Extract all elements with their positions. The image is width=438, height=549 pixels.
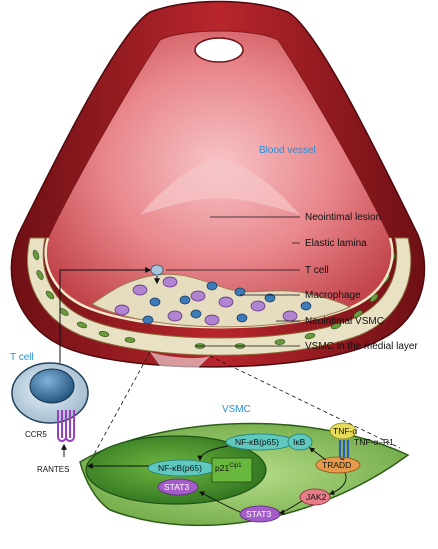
- stat3-cyto-label: STAT3: [246, 509, 271, 519]
- ccr5-receptor-icon: [57, 410, 75, 442]
- tradd-node: [315, 456, 361, 474]
- p21-box: [211, 457, 253, 483]
- stat3-nuc-node: [157, 478, 199, 496]
- label-vsmc: VSMC: [222, 404, 251, 415]
- zoom-lines: [91, 351, 401, 459]
- label-vsmc-medial: VSMC in the medial layer: [305, 341, 418, 352]
- tnf-receptor-icon: [338, 440, 350, 458]
- t-cell-migration-arrow: [59, 267, 152, 363]
- label-neointimal-vsmc: Neointimal VSMC: [305, 316, 384, 327]
- label-ccr5: CCR5: [25, 430, 47, 439]
- stat3-nuc-label: STAT3: [164, 482, 189, 492]
- tradd-label: TRADD: [322, 460, 351, 470]
- jak2-node: [299, 488, 331, 506]
- tnf-r1-label: TNF-α–R1: [354, 437, 394, 447]
- p21-label: p21Cip1: [215, 463, 242, 473]
- vessel-labels: Blood vessel Neointimal lesion Elastic l…: [166, 145, 418, 352]
- label-t-cell: T cell: [305, 265, 329, 276]
- t-cell-left: T cell CCR5 RANTES: [10, 267, 152, 474]
- label-neointimal-lesion: Neointimal lesion: [305, 212, 381, 223]
- vsmc-cell: VSMC TNF-α TNF-α–R1 NF-κB(p65) IκB TRADD…: [79, 404, 410, 527]
- label-elastic-lamina: Elastic lamina: [305, 238, 367, 249]
- blood-vessel-illustration: [10, 0, 426, 368]
- tnf-alpha-label: TNF-α: [333, 426, 357, 436]
- ikb-node: [287, 433, 313, 451]
- label-rantes: RANTES: [37, 465, 69, 474]
- label-blood-vessel: Blood vessel: [259, 145, 316, 156]
- tnf-alpha-node: [329, 422, 357, 440]
- jak2-label: JAK2: [306, 492, 327, 502]
- label-macrophage: Macrophage: [305, 290, 361, 301]
- nfkb-nuc-label: NF-κB(p65): [158, 463, 202, 473]
- pathway-arrows: [197, 445, 347, 515]
- ikb-label: IκB: [293, 437, 306, 447]
- label-t-cell-left: T cell: [10, 352, 34, 363]
- zoom-highlight: [150, 352, 210, 368]
- nfkb-cyto-label: NF-κB(p65): [235, 437, 279, 447]
